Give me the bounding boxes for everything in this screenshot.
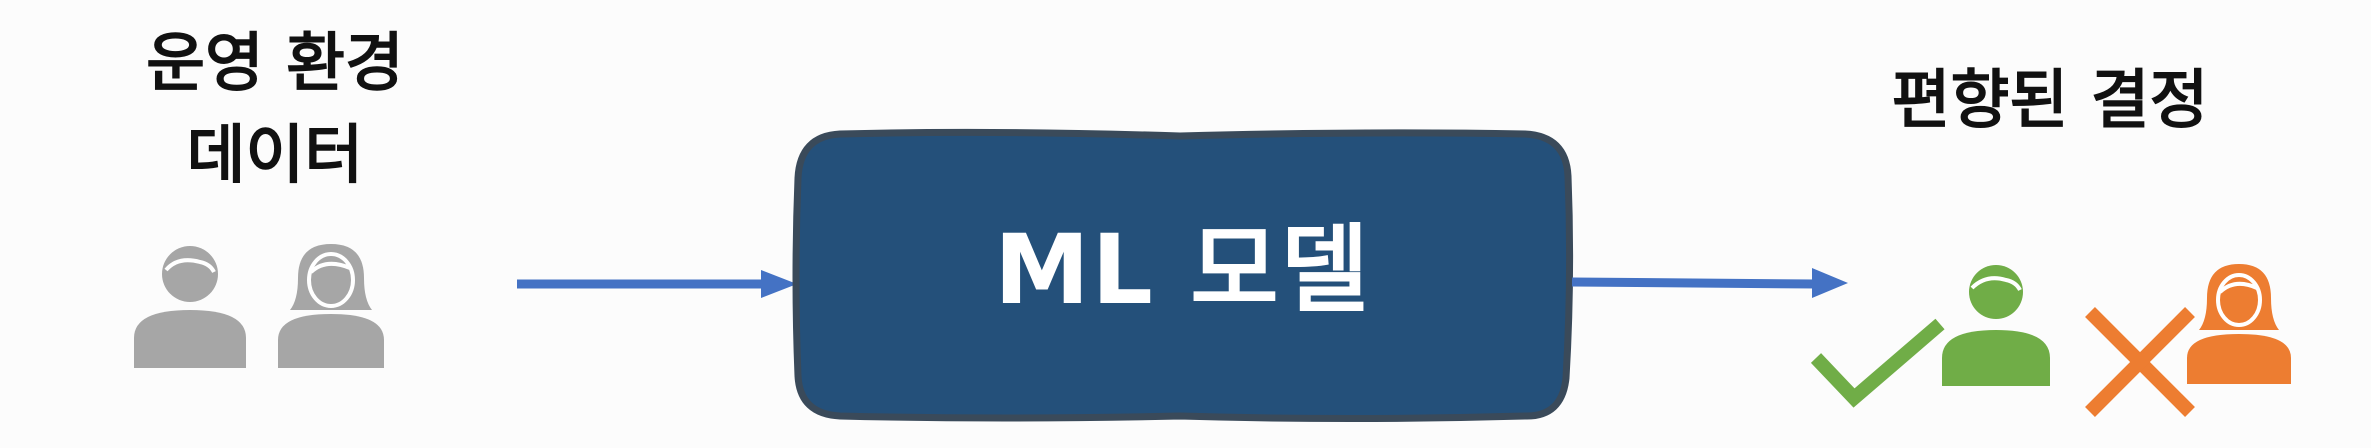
input-label-line2: 데이터 — [186, 119, 364, 193]
male-person-icon — [1942, 265, 2050, 386]
ml-model-box — [792, 128, 1574, 422]
male-person-icon — [134, 246, 246, 368]
input-label-line1: 운영 환경 — [146, 27, 404, 101]
checkmark-icon — [1810, 318, 1945, 408]
output-decision-label: 편향된 결정 — [1891, 64, 2209, 138]
input-arrow — [517, 270, 797, 298]
female-person-icon — [2187, 264, 2291, 384]
output-arrow — [1572, 268, 1848, 298]
female-person-icon — [278, 244, 384, 368]
input-data-label: 운영 환경 데이터 — [95, 18, 455, 202]
cross-icon — [2085, 307, 2195, 417]
ml-model-label: ML 모델 — [994, 214, 1371, 326]
